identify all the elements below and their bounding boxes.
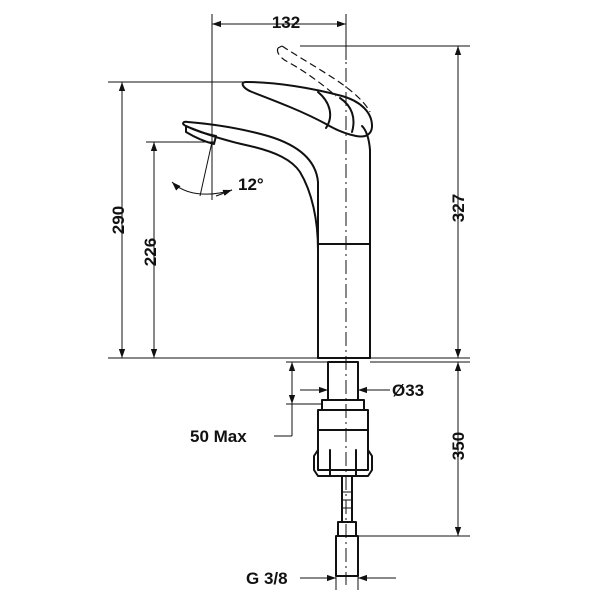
dim-body-height: 290: [108, 81, 318, 359]
dim-g38-label: G 3/8: [246, 569, 288, 588]
dim-spout-height: 226: [141, 141, 214, 358]
dim-max-thickness: 50 Max: [190, 361, 328, 446]
dim-shank-length: 350: [358, 361, 470, 537]
lever-handle: [241, 81, 373, 138]
dim-50max-label: 50 Max: [190, 427, 247, 446]
dim-132-label: 132: [272, 13, 300, 32]
dim-226-label: 226: [141, 238, 160, 266]
dim-12deg-label: 12°: [238, 175, 264, 194]
lever-handle-raised: [276, 45, 371, 113]
dim-327-label: 327: [449, 194, 468, 222]
dim-total-height: 327: [300, 45, 470, 359]
dim-d33-label: Ø33: [392, 381, 424, 400]
dim-connection: G 3/8: [246, 569, 396, 590]
faucet-body: [182, 120, 371, 359]
dim-350-label: 350: [449, 432, 468, 460]
dim-base-diameter: Ø33: [300, 362, 424, 400]
mounting-shank: [313, 361, 373, 577]
dim-spout-reach: 132: [211, 13, 347, 200]
dim-290-label: 290: [109, 206, 128, 234]
dim-spout-angle: 12°: [171, 141, 264, 197]
